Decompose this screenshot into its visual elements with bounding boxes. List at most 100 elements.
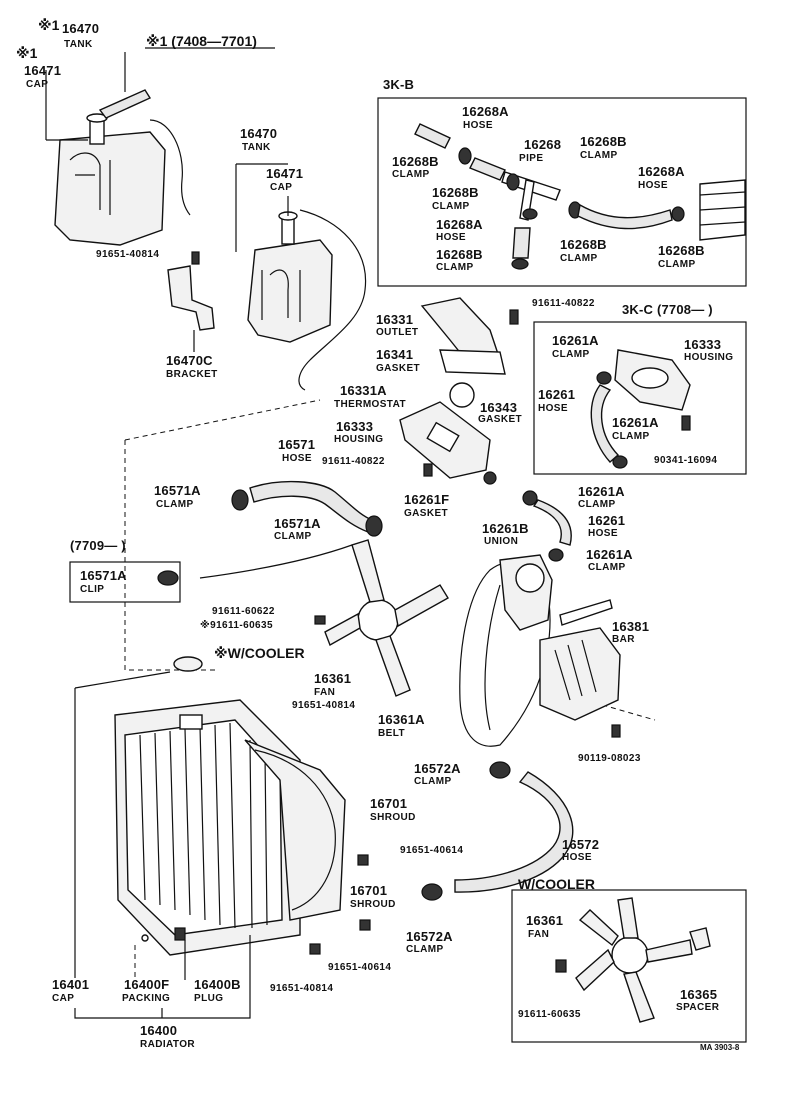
- outlet-part-number: 16331: [376, 312, 414, 327]
- 3kb-clamp-mid-part-number: 16268B: [432, 185, 479, 200]
- lower-clamp2-part-number: 16572A: [406, 929, 453, 944]
- gasket3-part-number: 16261F: [404, 492, 450, 507]
- 3kb-hose-mid-part-number: 16268A: [436, 217, 483, 232]
- 3kb-clamp-bottom-right-part-number: 16268B: [658, 243, 705, 258]
- upper-hose-clamp-b-name: CLAMP: [274, 531, 312, 542]
- tank-name: TANK: [242, 142, 271, 153]
- 3kb-clamp-bottom-name: CLAMP: [436, 262, 474, 273]
- upper-hose-clamp-a-name: CLAMP: [156, 499, 194, 510]
- 3kb-hose-name: HOSE: [463, 120, 493, 131]
- belt-name: BELT: [378, 728, 405, 739]
- figure-code: MA 3903-8: [700, 1043, 740, 1052]
- lower-radiator-hose: [421, 761, 574, 901]
- housing-name: HOUSING: [334, 434, 384, 445]
- 3kb-clamp-bottom-part-number: 16268B: [436, 247, 483, 262]
- lower-clamp1-part-number: 16572A: [414, 761, 461, 776]
- gasket2-part-number: 16343: [480, 400, 518, 415]
- cooler-fan: [555, 897, 711, 1023]
- w-cooler-box-title: W/COOLER: [518, 876, 595, 892]
- cap-part-number: 16471: [266, 166, 304, 181]
- 3kb-hose-right-part-number: 16268A: [638, 164, 685, 179]
- clip-part: [157, 570, 179, 586]
- fan-bolt3-part-number: 91651-40814: [292, 700, 356, 711]
- lower-hose-name: HOSE: [562, 852, 592, 863]
- upper-radiator-hose: [231, 480, 383, 537]
- w-cooler-label: ※W/COOLER: [214, 645, 305, 661]
- tank-top-part-number: 16470: [62, 21, 100, 36]
- bar-part-number: 16381: [612, 619, 650, 634]
- radiator-cap-cooler: [173, 656, 203, 672]
- 3kb-clamp-center-name: CLAMP: [560, 253, 598, 264]
- clip-name: CLIP: [80, 584, 105, 595]
- belt-part-number: 16361A: [378, 712, 425, 727]
- plug-part-number: 16400B: [194, 977, 241, 992]
- plug-name: PLUG: [194, 993, 224, 1004]
- gasket3-name: GASKET: [404, 508, 449, 519]
- 3kb-hose-mid-name: HOSE: [436, 232, 466, 243]
- gasket-part-number: 16341: [376, 347, 414, 362]
- union-part-number: 16261B: [482, 521, 529, 536]
- 3kb-bypass-parts: [414, 123, 746, 270]
- leader-rad-cap-line: [74, 671, 171, 689]
- tank-top-name: TANK: [64, 39, 93, 50]
- radiator-cap-name: CAP: [52, 993, 75, 1004]
- radiator-part-number: 16400: [140, 1023, 178, 1038]
- 3kc-housing-parts: [590, 349, 691, 469]
- 3kc-hose-name: HOSE: [538, 403, 568, 414]
- bypass-clamp-part-number: 16261A: [578, 484, 625, 499]
- shroud-bolt2-part-number: 91651-40614: [328, 962, 392, 973]
- 3kb-hose-part-number: 16268A: [462, 104, 509, 119]
- 3kc-clamp2-name: CLAMP: [612, 431, 650, 442]
- bar-name: BAR: [612, 634, 635, 645]
- shroud1-name: SHROUD: [370, 812, 416, 823]
- clip-arrow-line: [199, 544, 353, 579]
- bracket-name: BRACKET: [166, 369, 218, 380]
- 3kb-clamp-left-name: CLAMP: [392, 169, 430, 180]
- radiator-name: RADIATOR: [140, 1039, 196, 1050]
- thermostat-part-number: 16331A: [340, 383, 387, 398]
- 3kb-clamp-mid-name: CLAMP: [432, 201, 470, 212]
- clip-production-range: (7709— ): [70, 538, 126, 553]
- 3kb-clamp-right-part-number: 16268B: [580, 134, 627, 149]
- 3kc-clamp-part-number: 16261A: [552, 333, 599, 348]
- 3kb-clamp-left-part-number: 16268B: [392, 154, 439, 169]
- 3kc-bolt-part-number: 90341-16094: [654, 455, 718, 466]
- 3kb-clamp-right-name: CLAMP: [580, 150, 618, 161]
- bypass-hose-part-number: 16261: [588, 513, 626, 528]
- clip-box: [69, 561, 181, 603]
- reservoir-tank: [247, 209, 367, 391]
- gasket-name: GASKET: [376, 363, 421, 374]
- upper-hose-clamp-a-part-number: 16571A: [154, 483, 201, 498]
- tank-part-number: 16470: [240, 126, 278, 141]
- tank-top-mark: ※1: [38, 17, 60, 33]
- cap-top-mark: ※1: [16, 45, 38, 61]
- radiator: [114, 699, 371, 956]
- bracket-part-number: 16470C: [166, 353, 213, 368]
- water-outlet-assembly: [399, 297, 572, 562]
- belt-pump-alternator: [459, 554, 621, 747]
- cap-name: CAP: [270, 182, 293, 193]
- fan-bolt1-part-number: 91611-60622: [212, 606, 275, 617]
- 3kc-housing-part-number: 16333: [684, 337, 722, 352]
- lower-clamp2-name: CLAMP: [406, 944, 444, 955]
- spacer-name: SPACER: [676, 1002, 720, 1013]
- cooler-fan-name: FAN: [528, 929, 550, 940]
- tank-bracket: [167, 251, 215, 331]
- 3kc-clamp2-part-number: 16261A: [612, 415, 659, 430]
- upper-hose-clamp-b-part-number: 16571A: [274, 516, 321, 531]
- union-name: UNION: [484, 536, 519, 547]
- dash-line-2: [124, 399, 321, 441]
- 3kc-hose-part-number: 16261: [538, 387, 576, 402]
- box-3k-b-title: 3K-B: [383, 77, 415, 92]
- box-3k-b: [377, 97, 747, 287]
- 3kb-pipe-part-number: 16268: [524, 137, 562, 152]
- housing-bolt-part-number: 91611-40822: [322, 456, 385, 467]
- 3kb-pipe-name: PIPE: [519, 153, 544, 164]
- 3kc-clamp-name: CLAMP: [552, 349, 590, 360]
- box-w-cooler: [511, 889, 747, 1043]
- fan-bolt2-part-number: ※91611-60635: [200, 620, 273, 631]
- cap-top-part-number: 16471: [24, 63, 62, 78]
- radiator-cap-part-number: 16401: [52, 977, 90, 992]
- 3kb-hose-right-name: HOSE: [638, 180, 668, 191]
